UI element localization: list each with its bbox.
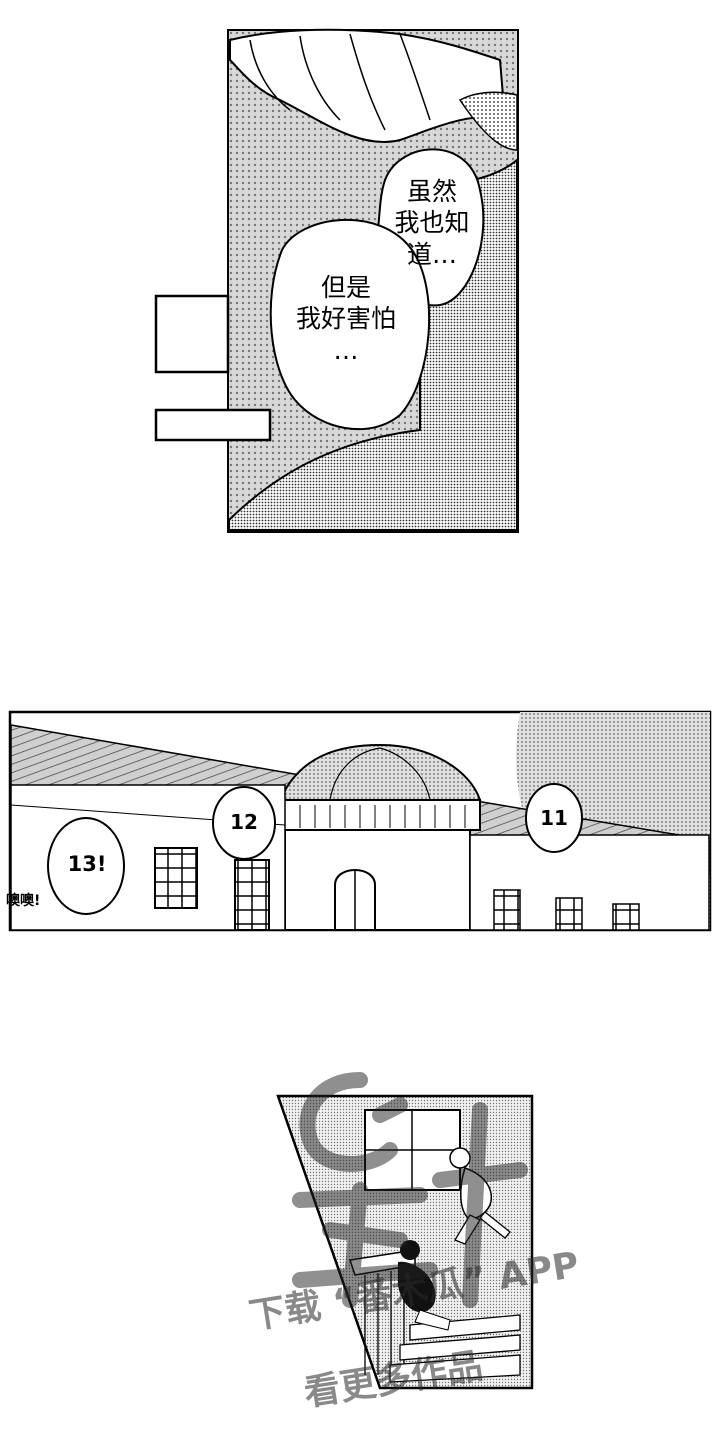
window-right-2 [555,897,583,931]
stair-steps [389,1314,521,1383]
panel-closeup-art [154,28,519,533]
speech-bubble-lower-text: 但是 我好害怕 … [295,273,396,365]
hair-shape [229,28,507,143]
sfx-text: 噢噢! [6,893,41,909]
count-text-13: 13! [67,852,107,876]
side-box-lower [154,408,272,442]
panel-closeup: 虽然 我也知 道… 但是 我好害怕 … [0,0,720,560]
panel-stairwell [270,1090,540,1390]
window-left-2 [234,859,270,931]
speech-bubble-lower [269,219,431,431]
dome [278,743,482,801]
count-text-11: 11 [540,806,568,830]
figure-sitting-head [400,1240,420,1260]
panel-building: 12 11 13! 噢噢! [0,700,720,940]
speech-bubble-upper-text: 虽然 我也知 道… [394,177,470,269]
window-right-1 [493,889,521,931]
window-right-3 [612,903,640,931]
panel-stairwell-art [276,1094,534,1390]
window-left-1 [154,847,198,909]
side-box-upper [154,294,230,374]
count-bubble-12 [212,786,276,860]
figure-jumping-head [449,1147,471,1169]
count-bubble-11 [525,783,583,853]
panel-building-art [8,710,712,932]
tower-body [284,829,471,931]
count-text-12: 12 [230,810,258,834]
count-bubble-13 [47,817,125,915]
